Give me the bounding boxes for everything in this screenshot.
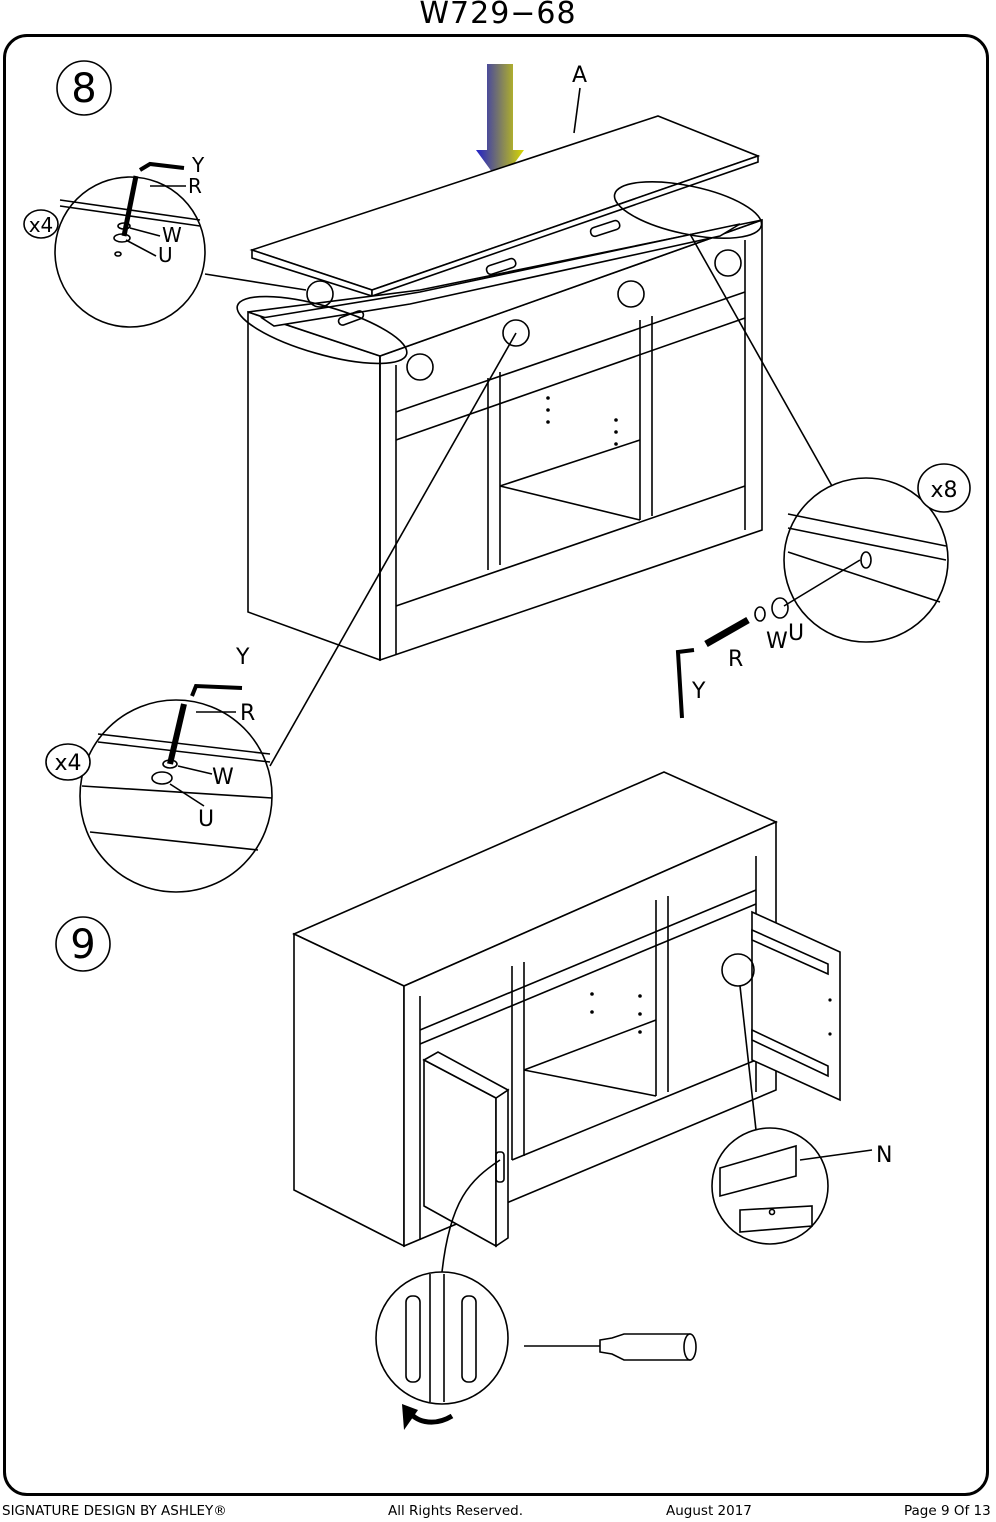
cabinet-body-step9 [292, 771, 778, 1248]
callout-right: x8 Y R W U [675, 463, 971, 719]
washer-icon [162, 759, 178, 769]
washer-icon [113, 233, 131, 243]
hex-key-icon [138, 161, 185, 172]
left-door [422, 1051, 510, 1248]
step-9: 9 [55, 771, 892, 1430]
washer-icon [117, 222, 131, 230]
footer-brand: SIGNATURE DESIGN BY ASHLEY® [2, 1503, 227, 1519]
part-label-y: Y [235, 645, 250, 670]
washer-icon [771, 597, 789, 619]
top-panel-a [249, 115, 761, 298]
callout-n: N [711, 985, 892, 1245]
footer-rights: All Rights Reserved. [388, 1503, 524, 1519]
door-handle-icon [461, 1295, 477, 1383]
part-label-r: R [728, 647, 743, 672]
callout-bottom-left: x4 Y R W U [45, 645, 273, 893]
part-label-y: Y [191, 153, 205, 177]
handle-callout [375, 1159, 509, 1430]
rotate-arrow-icon [407, 1410, 454, 1425]
screwdriver-icon [524, 1333, 697, 1361]
leader-top-left [204, 273, 307, 291]
footer-date: August 2017 [666, 1503, 752, 1519]
callout-top-left: x4 Y R W U [23, 153, 206, 328]
down-arrow-icon [476, 64, 524, 183]
bolt-icon [167, 703, 187, 765]
part-label-r: R [240, 701, 255, 726]
part-label-y: Y [691, 679, 706, 704]
part-a-leader [573, 87, 581, 134]
callout-count-right: x8 [930, 478, 957, 503]
right-door [721, 910, 841, 1102]
step-9-circle [55, 916, 111, 972]
part-label-r: R [188, 174, 202, 198]
bolt-icon [121, 175, 139, 237]
washer-icon [754, 606, 766, 622]
part-label-n: N [876, 1143, 892, 1168]
part-label-u: U [788, 621, 804, 646]
callout-count-bottom-left: x4 [54, 751, 81, 776]
hex-key-icon [190, 683, 243, 697]
bolt-icon [704, 616, 750, 648]
part-label-u: U [198, 807, 214, 832]
door-handle [495, 1151, 505, 1183]
hex-key-icon [675, 648, 695, 719]
part-label-w: W [766, 629, 788, 654]
step-8-circle [56, 60, 112, 116]
part-label-w: W [162, 223, 182, 247]
cabinet-body-step8 [236, 181, 763, 662]
step-8-number: 8 [71, 66, 96, 112]
part-label-u: U [158, 243, 173, 267]
leader-bottom-left [269, 332, 517, 767]
step-8: 8 A [23, 60, 971, 893]
part-label-w: W [212, 765, 234, 790]
step-9-number: 9 [70, 922, 95, 968]
model-number: W729−68 [419, 0, 577, 31]
washer-icon [151, 771, 173, 785]
part-label-a: A [572, 63, 587, 88]
door-handle-icon [405, 1295, 421, 1383]
callout-count-top-left: x4 [29, 213, 54, 237]
footer-page-number: Page 9 Of 13 [904, 1503, 991, 1519]
shelf-pin-holes [546, 396, 618, 446]
shelf-pin-holes [590, 992, 642, 1034]
page-frame [3, 34, 989, 1496]
leader-right [689, 233, 833, 487]
